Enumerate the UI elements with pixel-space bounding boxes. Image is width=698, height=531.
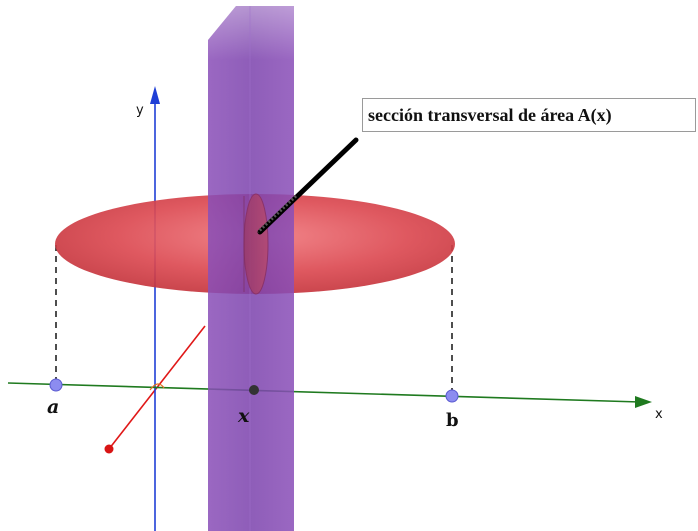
x-axis-arrowhead <box>635 396 652 408</box>
x-axis-label: x <box>655 407 663 422</box>
callout-text: sección transversal de área A(x) <box>368 105 612 125</box>
y-axis-label: y <box>136 103 144 118</box>
point-a[interactable] <box>49 378 63 392</box>
point-x[interactable] <box>249 385 259 395</box>
x-axis <box>7 382 641 403</box>
callout-leader-tip <box>256 194 298 234</box>
cross-section <box>243 193 269 295</box>
origin-marker <box>149 383 165 391</box>
y-axis-arrowhead <box>150 86 160 104</box>
label-a: a <box>47 396 59 418</box>
point-b[interactable] <box>445 389 459 403</box>
label-b: b <box>446 410 459 431</box>
z-axis-endpoint <box>104 444 114 454</box>
callout-box: sección transversal de área A(x) <box>362 98 696 132</box>
label-x: x <box>237 405 250 427</box>
